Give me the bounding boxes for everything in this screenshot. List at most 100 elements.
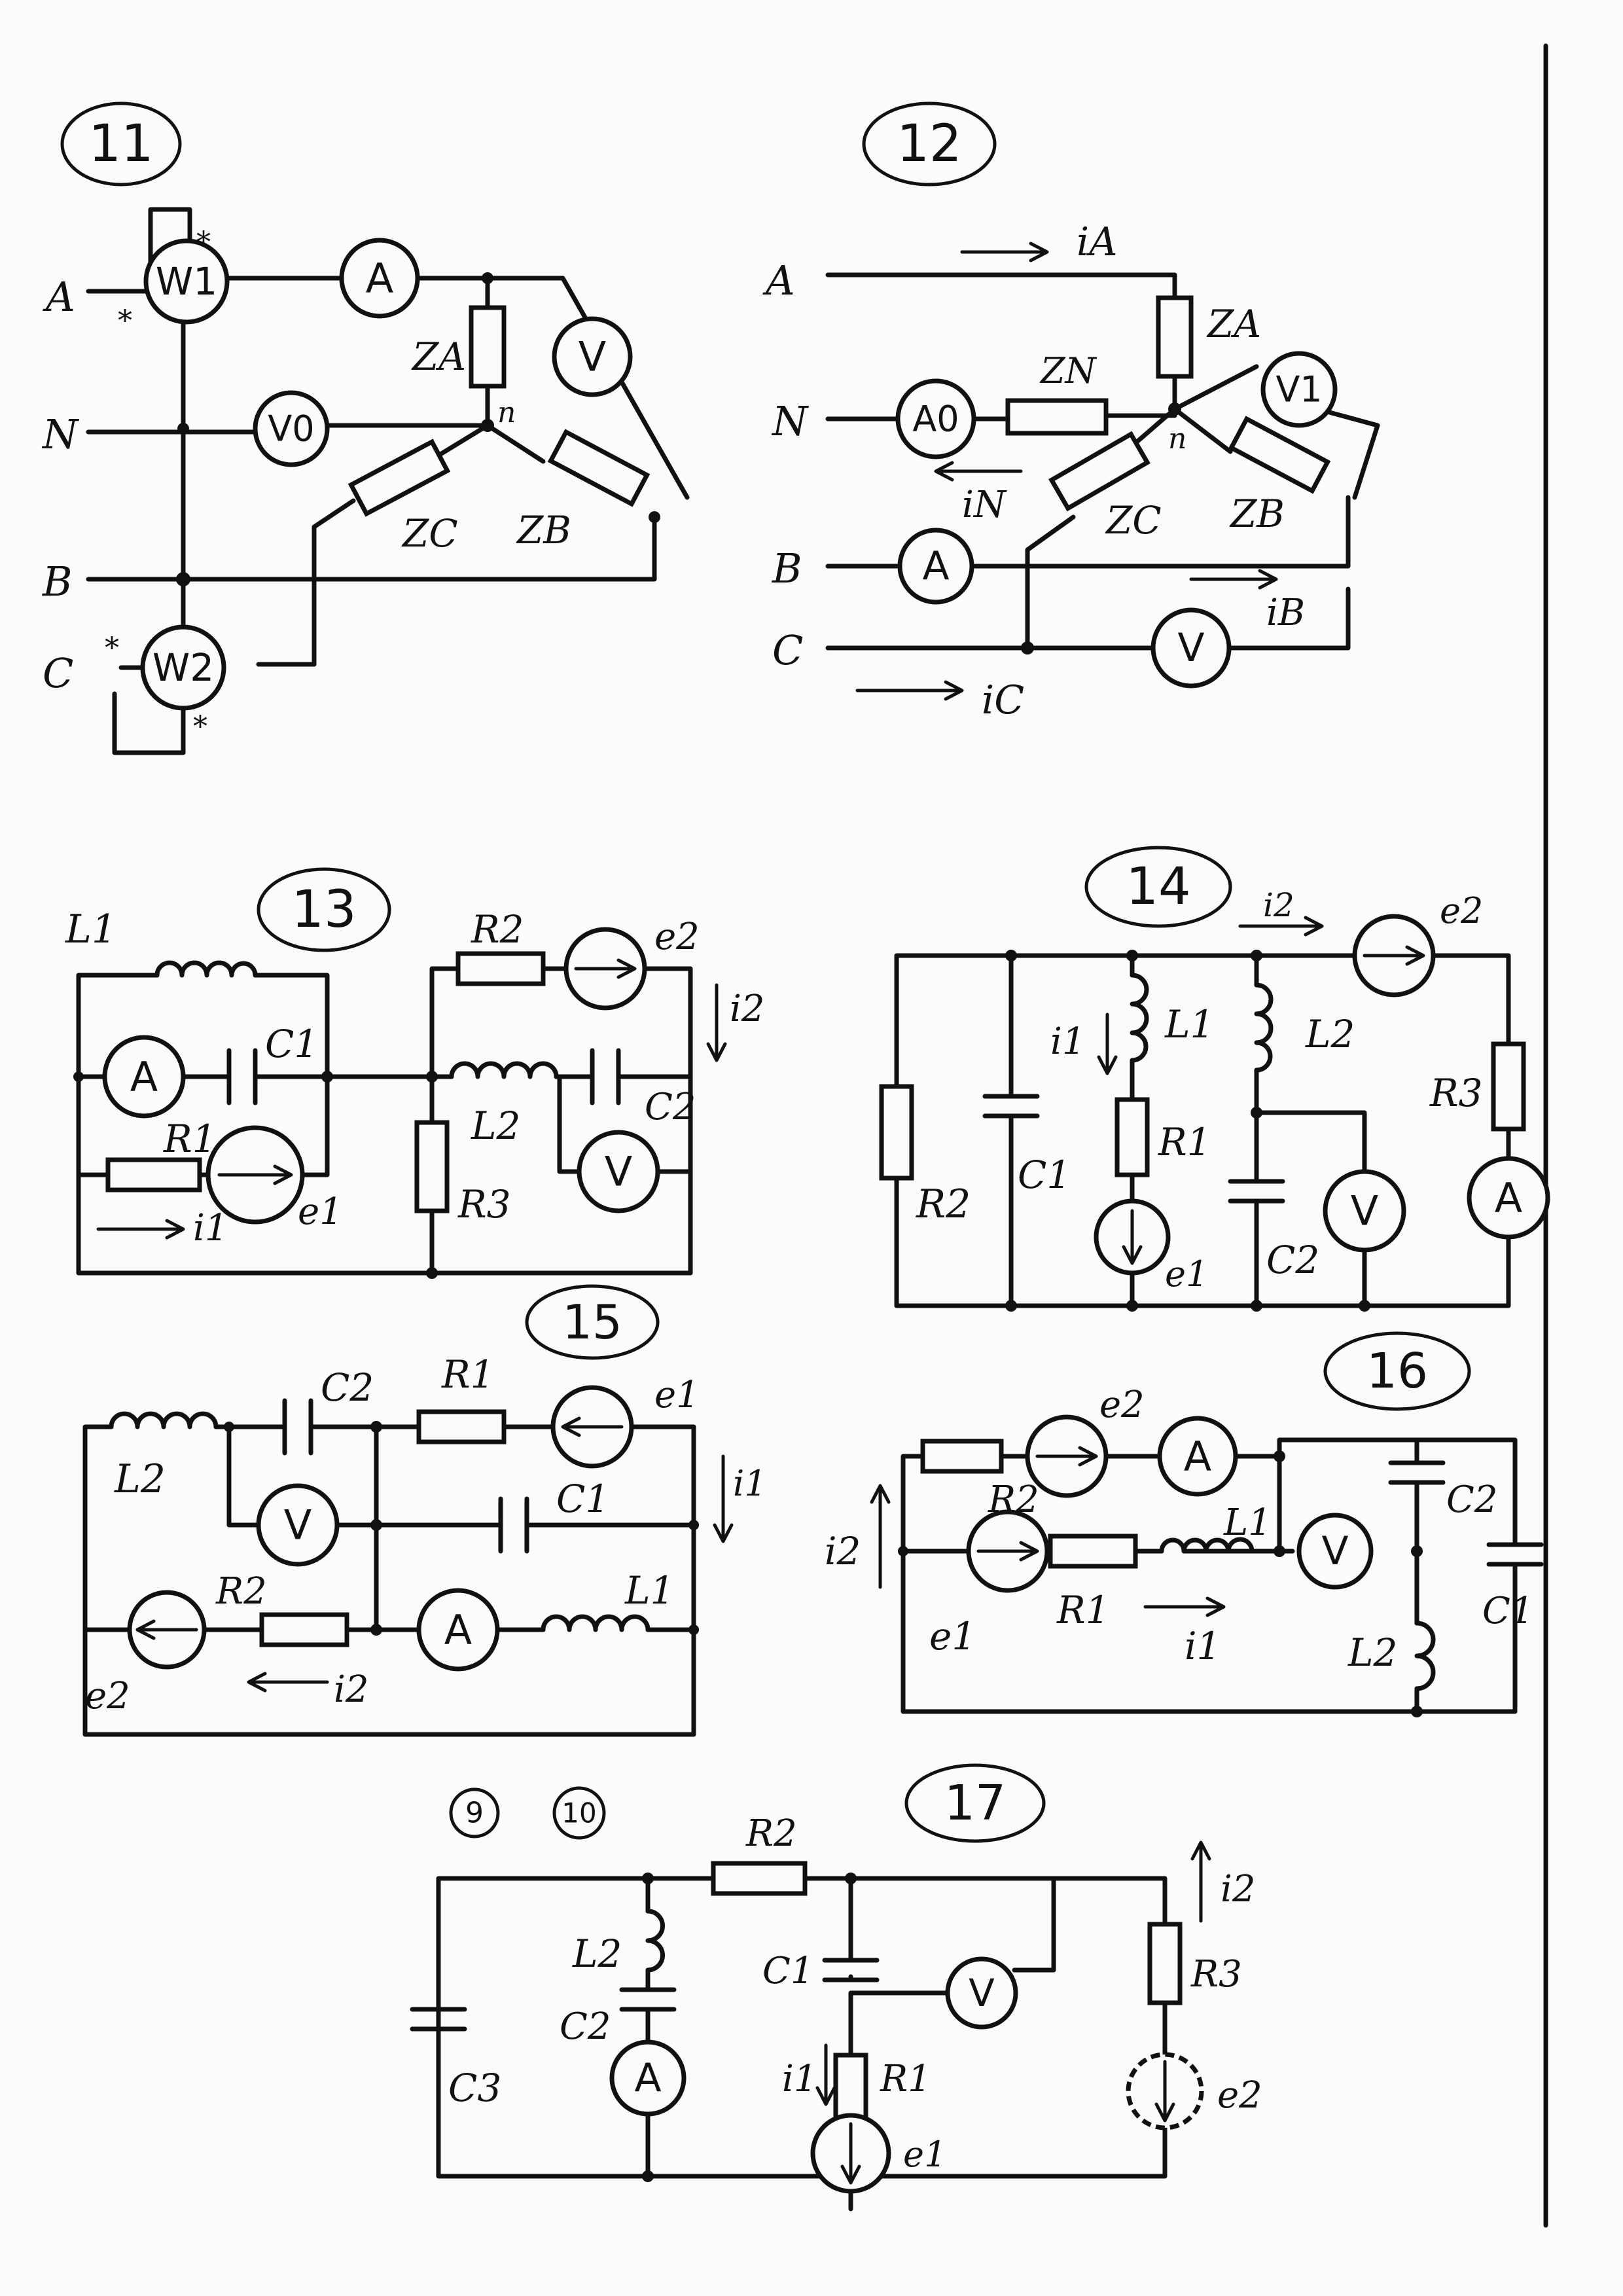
label-c2: C2: [560, 2005, 611, 2048]
label-r2: R2: [745, 1812, 797, 1855]
node-dot: [1251, 950, 1262, 961]
polarity-mark: *: [193, 710, 207, 744]
diagram-12: 12 A0 V1 A V A N B C iA iN iB iC ZA ZN Z…: [762, 101, 1380, 723]
node-dot: [481, 419, 494, 432]
voltmeter-v1-label: V1: [1275, 369, 1322, 410]
node-dot: [1005, 1300, 1017, 1312]
label-c2: C2: [1446, 1479, 1497, 1521]
capacitor-c2: [282, 1398, 313, 1456]
source-e1-arrow: [840, 2122, 861, 2185]
wires: [825, 272, 1380, 651]
resistor-r3: [1491, 1041, 1526, 1132]
capacitor-c1: [498, 1496, 529, 1554]
inductor-l2: [449, 1061, 559, 1079]
node-dot: [177, 423, 189, 435]
polarity-mark: *: [196, 226, 211, 259]
label-r1: R1: [441, 1352, 495, 1397]
label-r2: R2: [215, 1570, 267, 1613]
voltmeter: [1323, 1169, 1406, 1253]
polarity-mark: *: [118, 304, 132, 338]
label-l1: L1: [65, 906, 116, 952]
label-e1: e1: [929, 1614, 976, 1659]
node-dot: [1251, 1300, 1262, 1312]
node-dot: [426, 1071, 438, 1083]
current-ic: iC: [982, 677, 1024, 723]
node-dot: [688, 1624, 699, 1635]
diagram-number: 13: [291, 880, 356, 939]
label-zb: ZB: [1229, 492, 1285, 536]
ammeter-a0-label: A0: [912, 399, 959, 440]
node-dot: [898, 1546, 908, 1556]
label-r3: R3: [1190, 1953, 1242, 1996]
node-dot: [426, 1267, 438, 1279]
ammeter-label: A: [1184, 1433, 1211, 1480]
label-e1: e1: [298, 1191, 343, 1233]
diagram-number-oval: [60, 101, 182, 187]
voltmeter: [1150, 607, 1232, 689]
wattmeter-w2: [140, 624, 226, 711]
label-zc: ZC: [401, 511, 458, 556]
terminal-c: C: [43, 649, 73, 697]
resistor-r2: [455, 951, 546, 986]
node-dot: [1251, 1107, 1262, 1119]
label-l2: L2: [1305, 1012, 1355, 1056]
label-e2: e2: [1440, 890, 1483, 931]
inductor-l2: [109, 1411, 219, 1429]
ammeter-label: A: [130, 1053, 158, 1101]
resistor-r2: [711, 1861, 808, 1896]
label-c1: C1: [762, 1950, 813, 1992]
label-r1: R1: [880, 2058, 931, 2100]
arrow-i2: [870, 1484, 891, 1589]
label-c1: C1: [1482, 1590, 1533, 1632]
resistor-r2: [259, 1612, 349, 1647]
ammeter: [339, 238, 420, 319]
label-e1: e1: [1165, 1253, 1208, 1295]
resistor-r1: [1048, 1534, 1138, 1569]
resistor-r1: [1115, 1097, 1150, 1177]
resistor-za: [469, 305, 507, 389]
source-e1-arrow: [1122, 1209, 1143, 1265]
label-i1: i1: [193, 1207, 228, 1249]
label-e2: e2: [85, 1675, 130, 1717]
inductor-l1: [1159, 1537, 1255, 1554]
label-e1: e1: [654, 1374, 700, 1416]
capacitor-c2: [1388, 1460, 1446, 1485]
label-c1: C1: [1018, 1153, 1071, 1197]
resistor-r3: [414, 1120, 450, 1213]
node-dot: [1126, 1300, 1138, 1312]
label-i1: i1: [1050, 1020, 1086, 1063]
node-dot: [649, 511, 660, 523]
inductor-l1: [1130, 973, 1149, 1063]
terminal-n: N: [771, 397, 810, 445]
node-dot: [370, 1421, 382, 1433]
capacitor-c2: [1228, 1179, 1285, 1204]
label-l2: L2: [471, 1103, 520, 1148]
node-dot: [1005, 950, 1017, 961]
capacitor-c1: [982, 1094, 1040, 1119]
arrow-ib: [1189, 569, 1278, 590]
terminal-n: N: [41, 410, 80, 458]
diagram-15: 15 V A L2 C2 R1 e1 i1 C1 R2 e2 i2 L1: [82, 1284, 767, 1737]
terminal-a: A: [43, 273, 75, 321]
node-dot: [845, 1873, 857, 1884]
label-zc: ZC: [1105, 498, 1162, 543]
inductor-l1: [541, 1614, 651, 1632]
arrow-i2: [1190, 1840, 1211, 1923]
capacitor-c2: [619, 1987, 677, 2012]
resistor-r2: [879, 1084, 914, 1181]
arrow-ia: [960, 242, 1049, 262]
ammeter-label: A: [366, 255, 393, 302]
resistor-zb: [1228, 416, 1331, 494]
voltmeter-v1: [1260, 351, 1338, 428]
inductor-l1: [154, 960, 258, 978]
capacitor-c2: [590, 1048, 621, 1105]
ammeter: [102, 1035, 186, 1119]
diagram-number: 12: [897, 115, 961, 173]
diagram-number: 15: [562, 1295, 622, 1350]
resistor-zn: [1005, 398, 1109, 436]
wires: [82, 1424, 696, 1737]
resistor-r3: [1147, 1922, 1183, 2005]
diagram-number-oval: [1084, 846, 1232, 928]
label-r1: R1: [1158, 1120, 1211, 1164]
arrow-in: [934, 461, 1023, 482]
